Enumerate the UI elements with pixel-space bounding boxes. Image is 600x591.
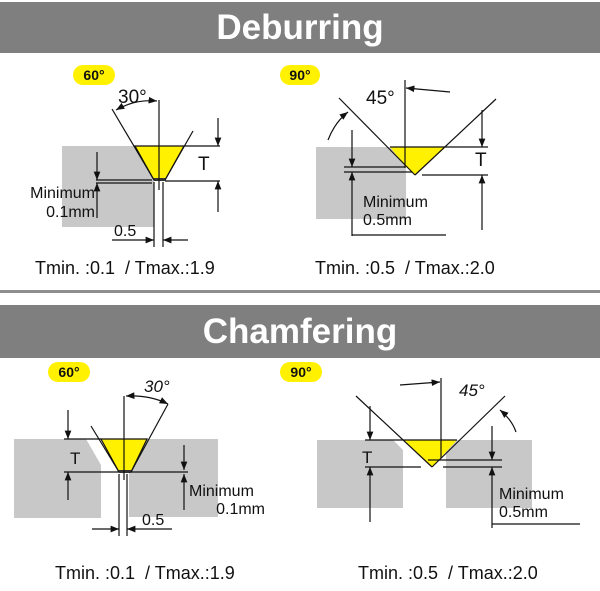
depth-label: T [70, 449, 80, 468]
minimum-label: Minimum [189, 483, 254, 500]
half-angle-label: 45° [459, 381, 485, 400]
spec-text: Tmin. :0.5 / Tmax.:2.0 [315, 258, 495, 278]
depth-label: T [198, 154, 210, 175]
minimum-label: Minimum [30, 185, 95, 202]
section-banner-deburring: Deburring [0, 2, 600, 53]
half-angle-label: 30° [144, 377, 170, 396]
workpiece-left [317, 440, 403, 508]
angle-badge: 60° [73, 65, 115, 85]
offset-label: 0.5 [114, 223, 136, 240]
minimum-value: 0.1mm [216, 501, 265, 518]
minimum-label: Minimum [499, 486, 564, 503]
half-angle-label: 30° [118, 87, 147, 108]
minimum-value: 0.5mm [499, 504, 548, 521]
section-banner-chamfering: Chamfering [0, 305, 600, 358]
workpiece [62, 146, 154, 227]
minimum-label: Minimum [363, 194, 428, 211]
chamfering-90-diagram [317, 378, 580, 528]
workpiece [316, 147, 406, 219]
section-title: Chamfering [202, 312, 398, 351]
angle-badge: 60° [48, 362, 90, 382]
spec-text: Tmin. :0.1 / Tmax.:1.9 [35, 258, 215, 278]
deburring-60-diagram [62, 96, 222, 247]
depth-label: T [475, 150, 487, 171]
workpiece-left [14, 439, 101, 518]
section-title: Deburring [216, 8, 384, 47]
spec-text: Tmin. :0.5 / Tmax.:2.0 [358, 563, 538, 583]
workpiece-right [129, 439, 218, 517]
spec-text: Tmin. :0.1 / Tmax.:1.9 [55, 563, 235, 583]
chamfering-60-diagram [14, 392, 218, 536]
depth-label: T [362, 448, 372, 467]
angle-badge: 90° [280, 362, 322, 382]
section-divider [0, 290, 600, 293]
minimum-value: 0.5mm [363, 212, 412, 229]
deburring-90-diagram [316, 80, 497, 236]
angle-badge: 90° [280, 65, 320, 85]
minimum-value: 0.1mm [46, 204, 95, 221]
half-angle-label: 45° [366, 88, 395, 109]
offset-label: 0.5 [142, 512, 164, 529]
